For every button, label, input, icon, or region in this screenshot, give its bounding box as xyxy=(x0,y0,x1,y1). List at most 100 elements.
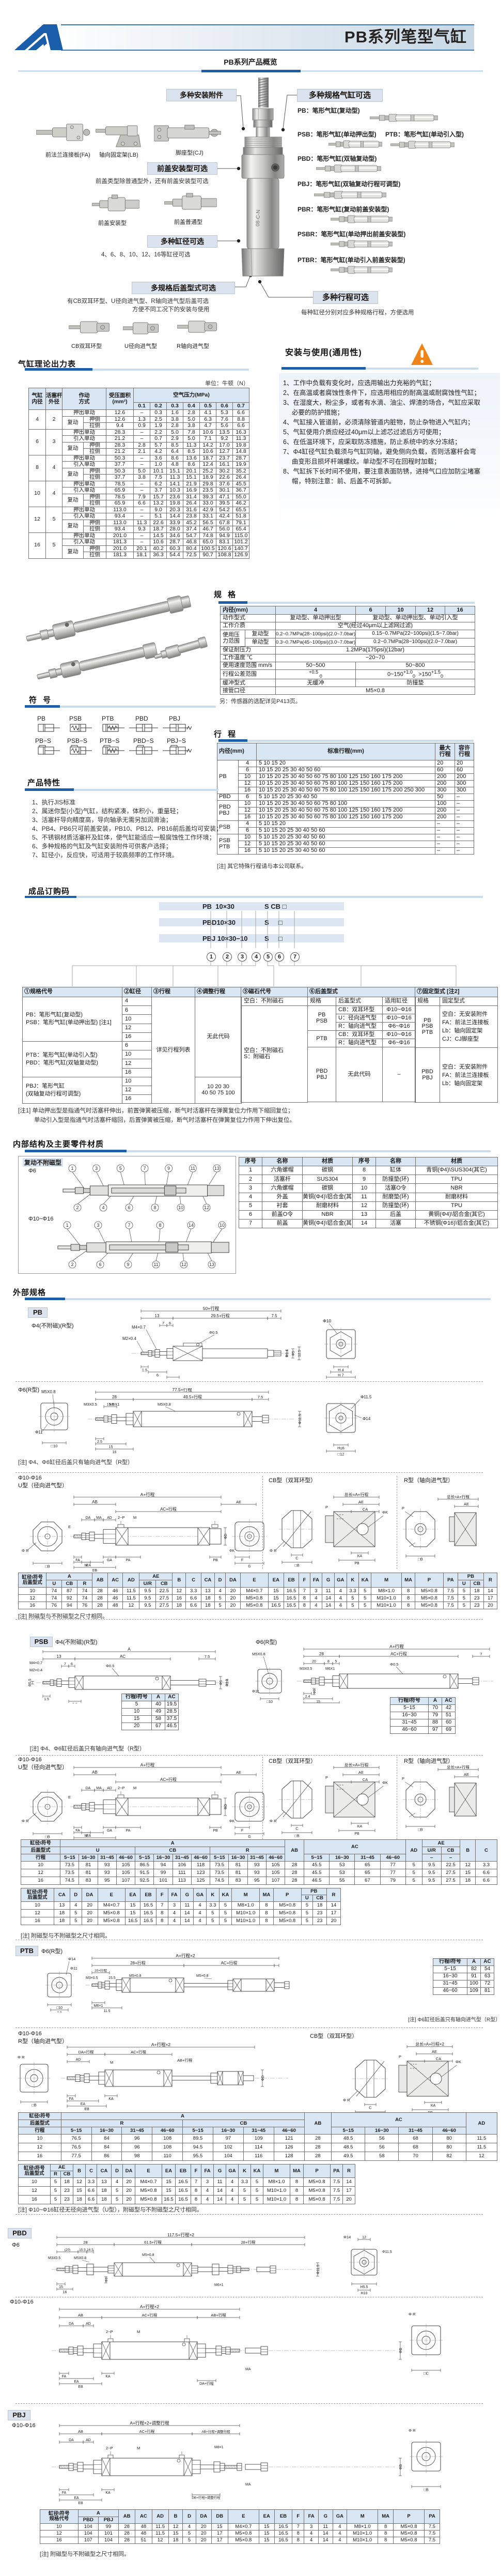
svg-text:6: 6 xyxy=(99,1262,101,1267)
svg-text:M6×1: M6×1 xyxy=(214,2283,224,2287)
svg-text:KA: KA xyxy=(105,2375,111,2379)
svg-text:Φ5: Φ5 xyxy=(220,1680,223,1685)
svg-text:Φ14: Φ14 xyxy=(343,2235,351,2239)
svg-text:1.5: 1.5 xyxy=(142,1368,147,1373)
svg-text:H≤6: H≤6 xyxy=(337,1446,345,1451)
svg-text:DA: DA xyxy=(86,1516,91,1520)
svg-text:H10: H10 xyxy=(361,2292,368,2295)
svg-text:2−P: 2−P xyxy=(118,1786,125,1790)
svg-text:12: 12 xyxy=(181,1262,186,1267)
svg-text:DA+行程: DA+行程 xyxy=(199,2381,214,2386)
svg-text:□C: □C xyxy=(424,2371,429,2376)
svg-text:Φ3.4: Φ3.4 xyxy=(286,1349,289,1357)
svg-text:M3X0.5: M3X0.5 xyxy=(300,1667,312,1671)
svg-text:15: 15 xyxy=(59,2285,63,2289)
svg-text:AE: AE xyxy=(432,2049,437,2054)
svg-text:总长=A+行程: 总长=A+行程 xyxy=(447,1494,469,1499)
svg-text:(20): (20) xyxy=(65,2248,71,2252)
svg-text:10: 10 xyxy=(220,1223,225,1228)
svg-text:M5×0.8: M5×0.8 xyxy=(129,1974,142,1978)
svg-text:AB+行程: AB+行程 xyxy=(177,2057,193,2063)
svg-text:Φ3: Φ3 xyxy=(105,2277,108,2282)
svg-text:7.5: 7.5 xyxy=(271,1314,277,1318)
svg-text:15: 15 xyxy=(109,1445,113,1449)
svg-text:DA: DA xyxy=(69,2322,74,2326)
svg-text:C: C xyxy=(295,1826,299,1831)
svg-text:M3X0.5: M3X0.5 xyxy=(48,2257,60,2260)
svg-text:AC+行程: AC+行程 xyxy=(160,1777,177,1782)
svg-text:FA: FA xyxy=(75,1559,80,1562)
svg-text:EB: EB xyxy=(78,2385,83,2389)
svg-text:□10: □10 xyxy=(56,2006,62,2010)
svg-text:Φ5.5: Φ5.5 xyxy=(28,1679,32,1686)
svg-text:7: 7 xyxy=(480,1652,482,1656)
svg-text:EB: EB xyxy=(78,2502,83,2505)
svg-text:EA: EA xyxy=(81,2102,86,2106)
svg-text:Φ11: Φ11 xyxy=(252,1689,259,1694)
svg-text:M4×0.7: M4×0.7 xyxy=(132,1325,146,1330)
svg-text:ΦK: ΦK xyxy=(382,1780,388,1785)
svg-text:□12: □12 xyxy=(338,1452,345,1457)
svg-text:M4×0.7: M4×0.7 xyxy=(29,1660,42,1665)
svg-text:□B: □B xyxy=(418,1827,423,1832)
svg-text:EA: EA xyxy=(86,1564,91,1567)
svg-text:A: A xyxy=(128,1647,131,1652)
svg-text:ΦD: ΦD xyxy=(224,1534,228,1539)
svg-text:1: 1 xyxy=(66,1223,68,1228)
svg-text:EA: EA xyxy=(74,2496,79,2500)
svg-text:3: 3 xyxy=(172,1378,174,1379)
svg-text:AC+行程: AC+行程 xyxy=(131,2049,146,2054)
svg-text:Φ R: Φ R xyxy=(22,1548,29,1553)
svg-text:AD: AD xyxy=(107,1516,112,1520)
svg-text:7: 7 xyxy=(162,1321,164,1325)
svg-text:Φ14: Φ14 xyxy=(68,1957,75,1961)
svg-text:Φ R: Φ R xyxy=(18,2055,25,2060)
svg-text:□B: □B xyxy=(294,1834,300,1838)
svg-text:29.5+行程: 29.5+行程 xyxy=(211,1313,229,1318)
svg-text:2−P: 2−P xyxy=(106,2329,113,2334)
svg-text:MA: MA xyxy=(245,2483,251,2487)
svg-text:CA: CA xyxy=(363,1507,368,1512)
svg-text:P: P xyxy=(402,1506,404,1511)
svg-text:9: 9 xyxy=(127,1262,129,1267)
svg-text:M: M xyxy=(110,2060,113,2065)
svg-text:Φ11.5: Φ11.5 xyxy=(361,1395,372,1399)
svg-text:F: F xyxy=(241,1829,243,1833)
svg-text:MA: MA xyxy=(96,1787,102,1790)
svg-text:5: 5 xyxy=(119,1166,122,1171)
svg-text:13: 13 xyxy=(57,1654,61,1659)
svg-text:28+行程: 28+行程 xyxy=(241,2239,256,2245)
svg-text:CA: CA xyxy=(436,2056,441,2061)
svg-text:AD: AD xyxy=(86,2322,91,2326)
svg-text:5: 5 xyxy=(335,1660,337,1664)
svg-text:7: 7 xyxy=(64,1663,66,1666)
svg-text:MA: MA xyxy=(96,1516,102,1520)
svg-text:2−P: 2−P xyxy=(106,2446,113,2450)
svg-text:PA: PA xyxy=(126,1829,131,1833)
svg-text:117.5+行程×2: 117.5+行程×2 xyxy=(167,2232,195,2237)
svg-text:AB: AB xyxy=(78,2429,83,2434)
svg-text:6: 6 xyxy=(169,1321,171,1325)
svg-text:14: 14 xyxy=(189,1223,194,1228)
svg-text:M: M xyxy=(85,1564,88,1567)
svg-text:3: 3 xyxy=(97,1223,99,1228)
svg-text:13: 13 xyxy=(155,1314,160,1318)
svg-text:EA: EA xyxy=(86,1834,91,1838)
svg-text:A+行程×2: A+行程×2 xyxy=(151,2042,171,2047)
svg-text:A+行程: A+行程 xyxy=(140,1492,155,1497)
svg-text:2: 2 xyxy=(71,1262,73,1267)
svg-text:15: 15 xyxy=(316,1700,320,1703)
svg-text:12.5: 12.5 xyxy=(298,1350,302,1357)
svg-text:总长=A+行程: 总长=A+行程 xyxy=(447,1764,469,1770)
svg-text:Φ11: Φ11 xyxy=(70,1966,77,1971)
svg-text:ΦD: ΦD xyxy=(224,1804,228,1810)
svg-text:总长=A+行程: 总长=A+行程 xyxy=(345,1492,369,1497)
svg-text:Φ3: Φ3 xyxy=(313,1689,317,1694)
svg-text:DB+行程+调整行程: DB+行程+调整行程 xyxy=(192,2495,221,2500)
svg-text:FA: FA xyxy=(69,2097,74,2101)
svg-text:H 7: H 7 xyxy=(338,1373,344,1378)
svg-text:8: 8 xyxy=(153,1205,156,1210)
svg-text:ΦK: ΦK xyxy=(229,1549,235,1553)
svg-text:6: 6 xyxy=(71,1663,73,1666)
svg-text:AD: AD xyxy=(107,1787,112,1790)
